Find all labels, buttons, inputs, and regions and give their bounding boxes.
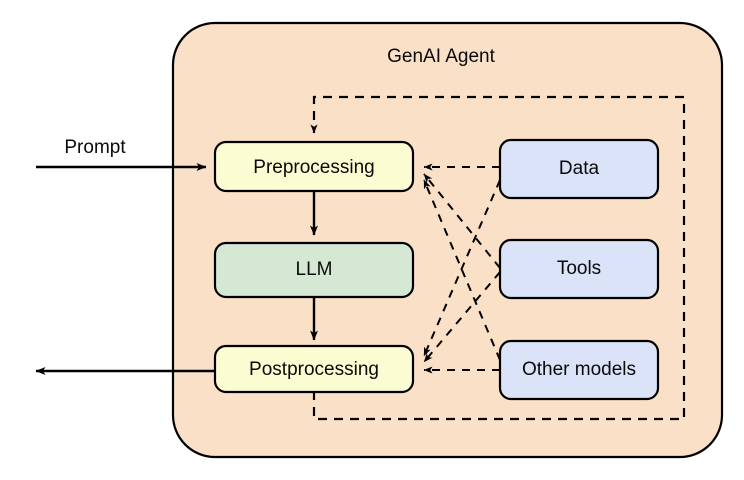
preprocessing-tools-link	[423, 173, 501, 269]
node-data-label: Data	[559, 158, 600, 179]
node-data-rect	[498, 138, 660, 200]
node-preprocessing-rect	[213, 140, 415, 193]
postprocessing-data-link	[423, 179, 501, 357]
postprocessing-tools-link	[423, 271, 501, 363]
node-postprocessing-rect	[213, 344, 415, 394]
node-preprocessing[interactable]: Preprocessing	[213, 140, 415, 193]
node-other-models-label: Other models	[522, 359, 636, 380]
container-title: GenAI Agent	[387, 46, 495, 67]
node-other-models[interactable]: Other models	[498, 339, 660, 401]
node-tools[interactable]: Tools	[498, 238, 660, 300]
node-preprocessing-label: Preprocessing	[253, 157, 374, 178]
node-tools-rect	[498, 238, 660, 300]
node-tools-label: Tools	[557, 258, 601, 279]
node-other-models-rect	[498, 339, 660, 401]
prompt-label: Prompt	[64, 137, 126, 158]
node-llm[interactable]: LLM	[213, 241, 415, 299]
node-llm-rect	[213, 241, 415, 299]
node-llm-label: LLM	[296, 259, 333, 280]
node-postprocessing[interactable]: Postprocessing	[213, 344, 415, 394]
node-postprocessing-label: Postprocessing	[249, 359, 379, 380]
node-data[interactable]: Data	[498, 138, 660, 200]
feedback-loop-path	[310, 95, 686, 421]
